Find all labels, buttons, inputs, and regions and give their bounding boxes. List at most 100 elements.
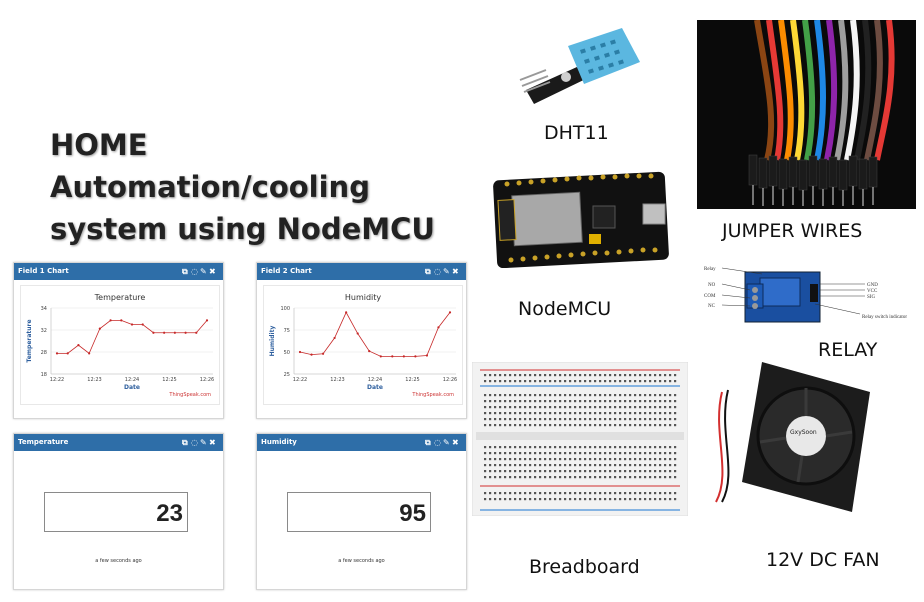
breadboard-hole <box>664 418 667 421</box>
comment-icon[interactable]: ◌ <box>191 438 202 447</box>
breadboard-hole <box>494 476 497 479</box>
breadboard-hole <box>529 394 532 397</box>
breadboard-hole <box>589 476 592 479</box>
breadboard-hole <box>509 464 512 467</box>
breadboard-hole <box>509 406 512 409</box>
breadboard-hole <box>624 394 627 397</box>
breadboard-hole <box>489 452 492 455</box>
close-icon[interactable]: ✖ <box>452 438 463 447</box>
data-point <box>205 319 209 322</box>
breadboard-hole <box>674 418 677 421</box>
comment-icon[interactable]: ◌ <box>434 438 445 447</box>
breadboard-hole <box>539 394 542 397</box>
y-tick-label: 28 <box>41 350 47 356</box>
breadboard-hole <box>564 476 567 479</box>
breadboard-hole <box>504 446 507 449</box>
y-tick-label: 32 <box>41 328 47 334</box>
breadboard-hole <box>519 464 522 467</box>
data-point <box>356 332 359 335</box>
breadboard-hole <box>594 476 597 479</box>
breadboard-hole <box>649 380 652 383</box>
close-icon[interactable]: ✖ <box>209 267 220 276</box>
breadboard-hole <box>494 498 497 501</box>
external-link-icon[interactable]: ⧉ <box>425 267 435 276</box>
breadboard-hole <box>519 470 522 473</box>
breadboard-hole <box>524 498 527 501</box>
breadboard-hole <box>484 498 487 501</box>
breadboard-hole <box>649 464 652 467</box>
breadboard-hole <box>529 492 532 495</box>
breadboard-hole <box>669 418 672 421</box>
close-icon[interactable]: ✖ <box>452 267 463 276</box>
breadboard-hole <box>644 464 647 467</box>
breadboard-hole <box>659 374 662 377</box>
breadboard-hole <box>659 424 662 427</box>
breadboard-hole <box>544 492 547 495</box>
breadboard-hole <box>654 400 657 403</box>
breadboard-hole <box>564 406 567 409</box>
breadboard-hole <box>519 374 522 377</box>
breadboard-hole <box>534 394 537 397</box>
breadboard-hole <box>494 394 497 397</box>
breadboard-hole <box>629 394 632 397</box>
breadboard-hole <box>494 458 497 461</box>
breadboard-hole <box>604 424 607 427</box>
breadboard-hole <box>554 464 557 467</box>
breadboard-hole <box>669 452 672 455</box>
chart-credit[interactable]: ThingSpeak.com <box>412 392 454 398</box>
jumper-wires-image <box>697 20 916 209</box>
relay-label: RELAY <box>818 339 878 361</box>
breadboard-hole <box>559 412 562 415</box>
breadboard-hole <box>559 470 562 473</box>
breadboard-hole <box>629 400 632 403</box>
breadboard-hole <box>569 412 572 415</box>
data-point <box>120 319 123 322</box>
close-icon[interactable]: ✖ <box>209 438 220 447</box>
comment-icon[interactable]: ◌ <box>434 267 445 276</box>
breadboard-hole <box>594 374 597 377</box>
breadboard-hole <box>624 418 627 421</box>
breadboard-hole <box>529 380 532 383</box>
breadboard-hole <box>544 452 547 455</box>
breadboard-hole <box>509 446 512 449</box>
pencil-icon[interactable]: ✎ <box>443 438 454 447</box>
page-title: HOME Automation/cooling system using Nod… <box>50 124 435 250</box>
external-link-icon[interactable]: ⧉ <box>425 438 435 447</box>
external-link-icon[interactable]: ⧉ <box>182 438 192 447</box>
external-link-icon[interactable]: ⧉ <box>182 267 192 276</box>
breadboard-hole <box>559 418 562 421</box>
breadboard-hole <box>529 400 532 403</box>
breadboard-hole <box>614 498 617 501</box>
pencil-icon[interactable]: ✎ <box>443 267 454 276</box>
nodemcu-label: NodeMCU <box>518 298 612 320</box>
breadboard-hole <box>569 446 572 449</box>
pencil-icon[interactable]: ✎ <box>200 267 211 276</box>
breadboard-hole <box>649 458 652 461</box>
breadboard-hole <box>549 470 552 473</box>
breadboard-hole <box>574 498 577 501</box>
breadboard-hole <box>489 412 492 415</box>
chart-credit[interactable]: ThingSpeak.com <box>169 392 211 398</box>
breadboard-hole <box>519 394 522 397</box>
breadboard-hole <box>609 446 612 449</box>
breadboard-hole <box>654 380 657 383</box>
breadboard-hole <box>579 374 582 377</box>
breadboard-hole <box>614 400 617 403</box>
breadboard-hole <box>664 380 667 383</box>
breadboard-hole <box>664 464 667 467</box>
comment-icon[interactable]: ◌ <box>191 267 202 276</box>
pencil-icon[interactable]: ✎ <box>200 438 211 447</box>
breadboard-hole <box>514 374 517 377</box>
breadboard-hole <box>504 458 507 461</box>
breadboard-hole <box>669 464 672 467</box>
breadboard-hole <box>604 498 607 501</box>
breadboard-hole <box>504 476 507 479</box>
breadboard-hole <box>579 424 582 427</box>
breadboard-hole <box>544 412 547 415</box>
breadboard-hole <box>664 458 667 461</box>
breadboard-hole <box>509 476 512 479</box>
breadboard-hole <box>599 492 602 495</box>
breadboard-hole <box>494 446 497 449</box>
breadboard-hole <box>539 374 542 377</box>
data-point <box>414 355 417 358</box>
